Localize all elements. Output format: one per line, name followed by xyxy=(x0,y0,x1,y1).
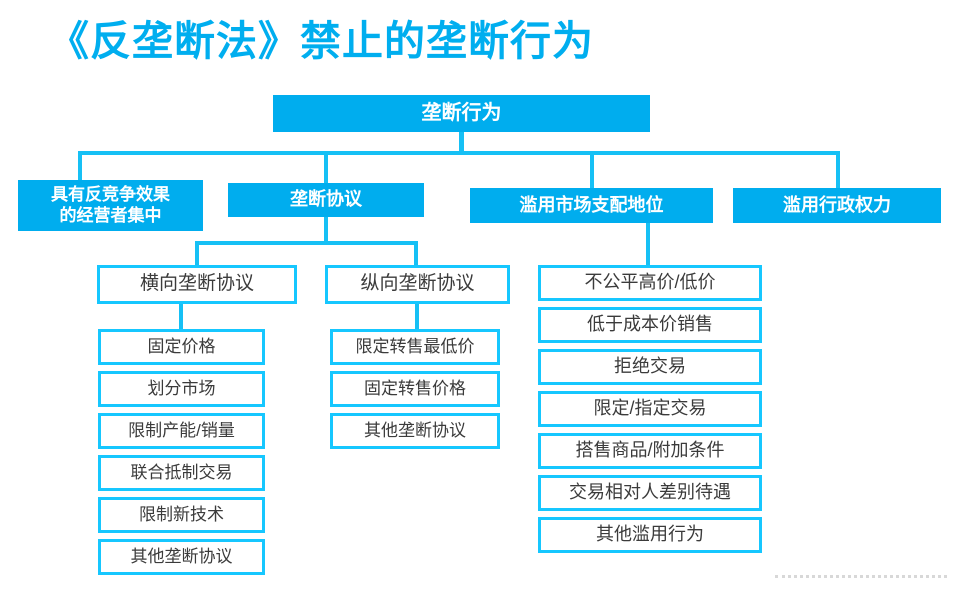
node-anticompetitive-merger[interactable]: 具有反竞争效果 的经营者集中 xyxy=(18,180,203,231)
connector-dominance-down xyxy=(646,223,650,265)
list-item[interactable]: 限定/指定交易 xyxy=(538,391,762,427)
connector-to-node-administrative xyxy=(836,151,840,189)
node-abuse-of-dominance[interactable]: 滥用市场支配地位 xyxy=(470,188,713,223)
node-abuse-of-administrative-power[interactable]: 滥用行政权力 xyxy=(733,188,941,223)
list-item[interactable]: 拒绝交易 xyxy=(538,349,762,385)
list-item[interactable]: 交易相对人差别待遇 xyxy=(538,475,762,511)
list-item[interactable]: 低于成本价销售 xyxy=(538,307,762,343)
list-item[interactable]: 限制新技术 xyxy=(98,497,265,533)
node-anticompetitive-merger-line1: 具有反竞争效果 xyxy=(51,185,170,205)
page-title: 《反垄断法》禁止的垄断行为 xyxy=(48,18,594,64)
list-item[interactable]: 其他滥用行为 xyxy=(538,517,762,553)
connector-to-node-dominance xyxy=(590,151,594,189)
connector-to-node-merger xyxy=(78,151,82,181)
list-item[interactable]: 固定转售价格 xyxy=(330,371,500,407)
connector-to-node-vertical xyxy=(414,241,418,266)
list-item[interactable]: 限制产能/销量 xyxy=(98,413,265,449)
connector-agreement-down xyxy=(324,217,328,244)
list-item[interactable]: 其他垄断协议 xyxy=(98,539,265,575)
list-item[interactable]: 不公平高价/低价 xyxy=(538,265,762,301)
node-anticompetitive-merger-line2: 的经营者集中 xyxy=(59,205,162,225)
connector-root-down xyxy=(459,132,464,153)
connector-agreement-bus xyxy=(195,241,418,245)
node-monopoly-agreement[interactable]: 垄断协议 xyxy=(228,183,424,217)
list-item[interactable]: 搭售商品/附加条件 xyxy=(538,433,762,469)
list-item[interactable]: 划分市场 xyxy=(98,371,265,407)
connector-horizontal-down xyxy=(179,304,183,329)
connector-vertical-down xyxy=(415,304,419,329)
list-item[interactable]: 其他垄断协议 xyxy=(330,413,500,449)
list-item[interactable]: 联合抵制交易 xyxy=(98,455,265,491)
node-vertical-agreement[interactable]: 纵向垄断协议 xyxy=(325,265,510,304)
node-horizontal-agreement[interactable]: 横向垄断协议 xyxy=(97,265,297,304)
decorative-dotted-rule xyxy=(775,575,947,578)
node-root-monopoly-conduct[interactable]: 垄断行为 xyxy=(273,95,650,132)
list-item[interactable]: 固定价格 xyxy=(98,329,265,365)
connector-level2-bus xyxy=(78,151,840,155)
connector-to-node-agreement xyxy=(324,151,328,184)
list-item[interactable]: 限定转售最低价 xyxy=(330,329,500,365)
connector-to-node-horizontal xyxy=(195,241,199,266)
